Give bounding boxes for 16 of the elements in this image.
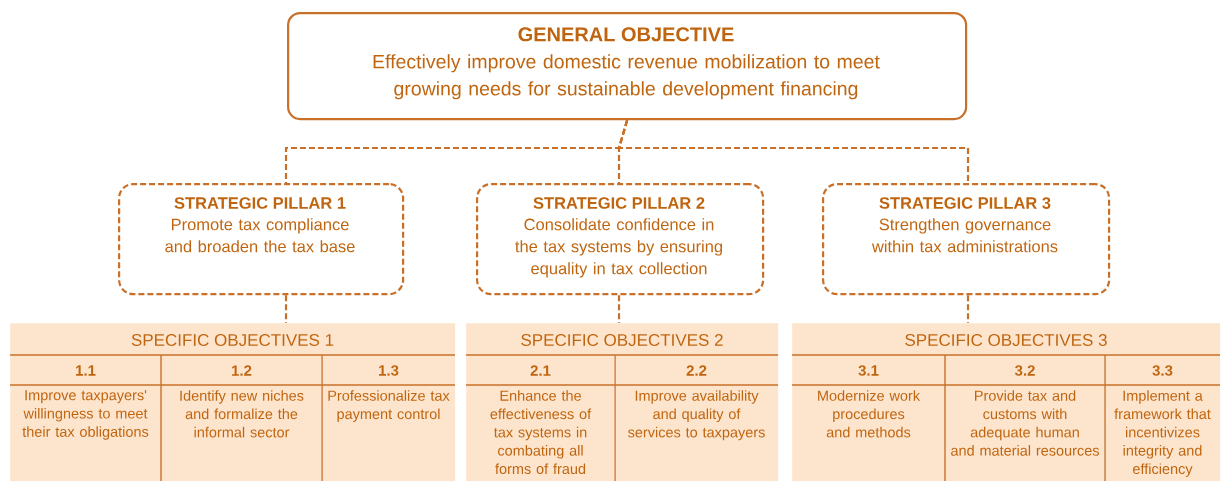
objective-column: 3.2 Provide tax and customs with adequate human and material resources <box>944 354 1106 481</box>
connector <box>617 295 621 323</box>
objective-box: GENERAL OBJECTIVE Effectively improve domestic revenue mobilization to meet growing needs for sustainable development financing <box>287 12 968 121</box>
connector <box>284 295 288 323</box>
pillar-box: STRATEGIC PILLAR 3 Strengthen governance within tax administrations <box>822 183 1111 296</box>
objective-column: 1.2 Identify new niches and formalize the informal sector <box>160 354 323 481</box>
objective-column: 1.3 Professionalize tax payment control <box>321 354 456 481</box>
connector <box>966 295 970 323</box>
objective-column: 3.3 Implement a framework that incentivizes integrity and efficiency <box>1104 354 1221 481</box>
objective-column: 3.1 Modernize work procedures and methods <box>791 354 946 438</box>
objective-column: 2.2 Improve availability and quality of services to taxpayers <box>614 354 779 481</box>
connector <box>617 119 970 183</box>
pillar-box: STRATEGIC PILLAR 1 Promote tax compliance and broaden the tax base <box>118 183 405 296</box>
objective-column: 2.1 Enhance the effectiveness of tax systems in combating all forms of fraud <box>465 354 616 475</box>
objective-column: 1.1 Improve taxpayers' willingness to meet their tax obligations <box>9 354 162 440</box>
pillar-box: STRATEGIC PILLAR 2 Consolidate confidence in the tax systems by ensuring equality in tax collection <box>476 183 765 296</box>
